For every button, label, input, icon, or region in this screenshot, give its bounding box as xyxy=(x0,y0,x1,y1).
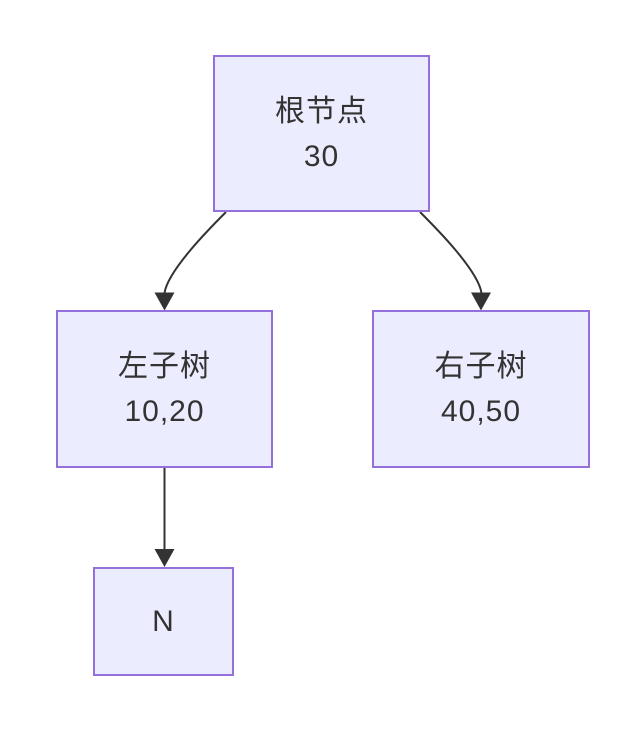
node-root: 根节点 30 xyxy=(213,55,430,212)
node-root-label-line2: 30 xyxy=(303,139,340,173)
node-left-label-line1: 左子树 xyxy=(118,350,211,383)
node-root-label-line1: 根节点 xyxy=(275,94,368,128)
arrowhead-left-to-n-icon xyxy=(154,549,175,567)
node-right-label-line1: 右子树 xyxy=(434,350,528,383)
edge-root-to-right xyxy=(419,211,483,294)
node-right-subtree: 右子树 40,50 xyxy=(372,310,590,468)
node-n: N xyxy=(93,567,234,676)
node-n-label-line1: N xyxy=(152,605,175,638)
arrowhead-root-to-left-icon xyxy=(154,292,175,311)
node-left-label-line2: 10,20 xyxy=(124,395,205,428)
edge-root-to-left xyxy=(163,211,227,294)
node-left-subtree: 左子树 10,20 xyxy=(56,310,273,468)
node-right-label-line2: 40,50 xyxy=(440,395,522,428)
arrowhead-root-to-right-icon xyxy=(471,292,491,311)
